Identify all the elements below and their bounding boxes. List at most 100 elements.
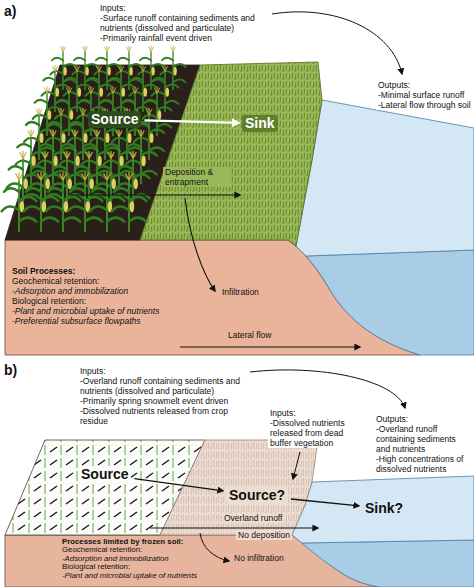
region-label: Source (91, 111, 138, 128)
corn-plant (130, 65, 157, 112)
corn-plants (2, 46, 186, 232)
flow-label: Overland runoff (224, 513, 282, 523)
soil-process-note: Soil Processes: (12, 266, 197, 276)
corn-plant (24, 172, 59, 232)
process-label-group: No infiltration (234, 553, 284, 563)
region-label: Sink (245, 115, 275, 132)
corn-plant (68, 172, 103, 232)
input-output-arrow (272, 12, 402, 74)
corn-plant (125, 129, 157, 184)
corn-plant (2, 172, 37, 232)
corn-plant (90, 172, 125, 232)
soil-process-note: -Adsorption and immobilization (62, 555, 230, 563)
output-note-group: Outputs:-Overland runoff containing sedi… (376, 414, 472, 474)
lateral-flow-arrow (180, 346, 360, 347)
water-surface (296, 100, 474, 256)
overland-runoff-arrow (150, 527, 318, 528)
input-note: -Overland runoff containing sediments an… (80, 376, 245, 396)
input-note: -Primarily rainfall event driven (100, 33, 265, 43)
corn-plant (138, 46, 164, 90)
corn-plant (116, 46, 142, 90)
input-note: Inputs: (270, 408, 366, 418)
corn-plant (15, 129, 47, 184)
corn-plant (37, 129, 69, 184)
water-cross-section (306, 250, 474, 355)
input-note-group: Inputs:-Surface runoff containing sedime… (100, 3, 265, 43)
output-note: -Overland runoff containing sediments an… (376, 424, 472, 454)
source-region: Source? (226, 487, 288, 504)
output-note: Outputs: (376, 414, 472, 424)
flow-label-group: Overland runoff (222, 513, 284, 523)
flow-arrow (291, 499, 359, 506)
input-note: -Dissolved nutrients released from crop … (80, 406, 245, 426)
panel-label: b) (4, 362, 17, 378)
infiltration-arrow (185, 198, 215, 291)
panel-label-group: b) (4, 362, 17, 378)
flow-label: Infiltration (222, 287, 259, 297)
input-output-arrow (250, 370, 405, 408)
water-cross-section (302, 540, 474, 587)
corn-plant (46, 172, 81, 232)
input-note: Inputs: (100, 3, 265, 13)
corn-plant (81, 129, 113, 184)
runoff-arrow (70, 194, 240, 195)
region-label: Source (81, 466, 128, 483)
corn-plant (59, 129, 91, 184)
source-region: Source (78, 466, 131, 483)
corn-plant (64, 65, 91, 112)
process-label-group: No deposition (236, 530, 292, 540)
output-note: -Lateral flow through soil (378, 100, 474, 110)
soil-process-note: Biological retention: (12, 296, 197, 306)
region-label: Source? (229, 487, 285, 504)
no-infiltration-arrow (200, 533, 229, 561)
input-note: Inputs: (80, 366, 245, 376)
corn-plant (50, 46, 76, 90)
flow-label: Lateral flow (228, 330, 271, 340)
corn-plant (152, 65, 179, 112)
region-label: Sink? (365, 500, 403, 517)
corn-plant (94, 46, 120, 90)
process-label: Deposition & entrapment (165, 167, 229, 187)
flow-label-group: Infiltration (222, 287, 259, 297)
soil-process-note-group: Processes limited by frozen soil:Geochem… (62, 538, 230, 580)
dead-buffer (160, 440, 318, 535)
soil-process-note: -Preferential subsurface flowpaths (12, 316, 197, 326)
corn-plant (42, 65, 69, 112)
grass-buffer (140, 62, 322, 246)
soil-process-note: -Adsorption and immobilization (12, 286, 197, 296)
corn-plant (103, 129, 135, 184)
corn-plant (112, 172, 147, 232)
flow-arrow (144, 120, 239, 123)
process-label-group: Deposition & entrapment (163, 167, 231, 187)
soil-process-note: Processes limited by frozen soil: (62, 538, 230, 546)
corn-plant (72, 46, 98, 90)
water-surface (292, 476, 474, 543)
source-region: Source (88, 111, 141, 128)
panel-label-group: a) (4, 3, 16, 19)
input-note: -Surface runoff containing sediments and… (100, 13, 265, 33)
soil-process-note: Geochemical retention: (62, 546, 230, 554)
input-note-group: Inputs:-Dissolved nutrients released fro… (268, 408, 368, 448)
output-note: Outputs: (378, 80, 474, 90)
sink-region: Sink? (362, 500, 406, 517)
soil-process-note: Geochemical retention: (12, 276, 197, 286)
flow-label-group: Lateral flow (228, 330, 271, 340)
sink-region: Sink (242, 115, 278, 132)
soil-process-note-group: Soil Processes:Geochemical retention:-Ad… (12, 266, 197, 326)
process-label: No deposition (238, 530, 290, 540)
output-note-group: Outputs:-Minimal surface runoff-Lateral … (376, 80, 474, 110)
soil-process-note: -Plant and microbial uptake of nutrients (12, 306, 197, 316)
input-note: -Dissolved nutrients released from dead … (270, 418, 366, 448)
panel-label: a) (4, 3, 16, 19)
corn-plant (108, 65, 135, 112)
output-note: -Minimal surface runoff (378, 90, 474, 100)
flow-arrow (134, 479, 223, 491)
input-note-group: Inputs:-Overland runoff containing sedim… (80, 366, 245, 426)
corn-plant (86, 65, 113, 112)
soil-process-note: Biological retention: (62, 563, 230, 571)
corn-plant (160, 46, 186, 90)
nutrient-release-arrow (293, 452, 300, 479)
output-note: -High concentrations of dissolved nutrie… (376, 454, 472, 474)
